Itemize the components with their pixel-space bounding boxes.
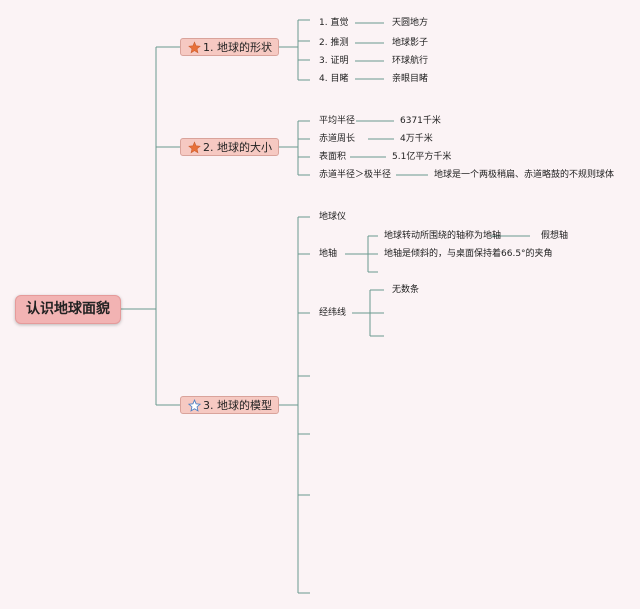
- star-outline-icon: [188, 399, 201, 412]
- branch-label: 1. 地球的形状: [203, 41, 272, 54]
- star-filled-icon: [188, 141, 201, 154]
- shape-item-detail[interactable]: 环球航行: [392, 56, 429, 66]
- model-item-label[interactable]: 经纬线: [319, 308, 347, 318]
- shape-item-label[interactable]: 4. 目睹: [319, 74, 349, 84]
- size-item-detail[interactable]: 地球是一个两极稍扁、赤道略鼓的不规则球体: [434, 170, 615, 180]
- size-item-label[interactable]: 赤道半径＞极半径: [319, 170, 392, 180]
- size-item-label[interactable]: 表面积: [319, 152, 347, 162]
- branch-shape[interactable]: 1. 地球的形状: [180, 38, 279, 56]
- size-item-label[interactable]: 平均半径: [319, 116, 356, 126]
- size-item-detail[interactable]: 5.1亿平方千米: [392, 152, 452, 162]
- shape-item-label[interactable]: 3. 证明: [319, 56, 349, 66]
- model-item-label[interactable]: 地球仪: [319, 212, 347, 222]
- shape-item-detail[interactable]: 天圆地方: [392, 18, 429, 28]
- star-filled-icon: [188, 41, 201, 54]
- branch-label: 2. 地球的大小: [203, 141, 272, 154]
- root-node[interactable]: 认识地球面貌: [15, 295, 121, 324]
- model-item-label[interactable]: 地轴: [319, 249, 338, 259]
- axis-item-label[interactable]: 地轴是倾斜的，与桌面保持着66.5°的夹角: [384, 249, 553, 259]
- shape-item-label[interactable]: 1. 直觉: [319, 18, 349, 28]
- size-item-detail[interactable]: 6371千米: [400, 116, 441, 126]
- grid-item-label[interactable]: 无数条: [392, 285, 420, 295]
- shape-item-detail[interactable]: 地球影子: [392, 38, 429, 48]
- size-item-label[interactable]: 赤道周长: [319, 134, 356, 144]
- size-item-detail[interactable]: 4万千米: [400, 134, 433, 144]
- axis-item-detail[interactable]: 假想轴: [541, 231, 569, 241]
- axis-item-label[interactable]: 地球转动所围绕的轴称为地轴: [384, 231, 502, 241]
- branch-size[interactable]: 2. 地球的大小: [180, 138, 279, 156]
- shape-item-detail[interactable]: 亲眼目睹: [392, 74, 429, 84]
- branch-model[interactable]: 3. 地球的模型: [180, 396, 279, 414]
- shape-item-label[interactable]: 2. 推测: [319, 38, 349, 48]
- branch-label: 3. 地球的模型: [203, 399, 272, 412]
